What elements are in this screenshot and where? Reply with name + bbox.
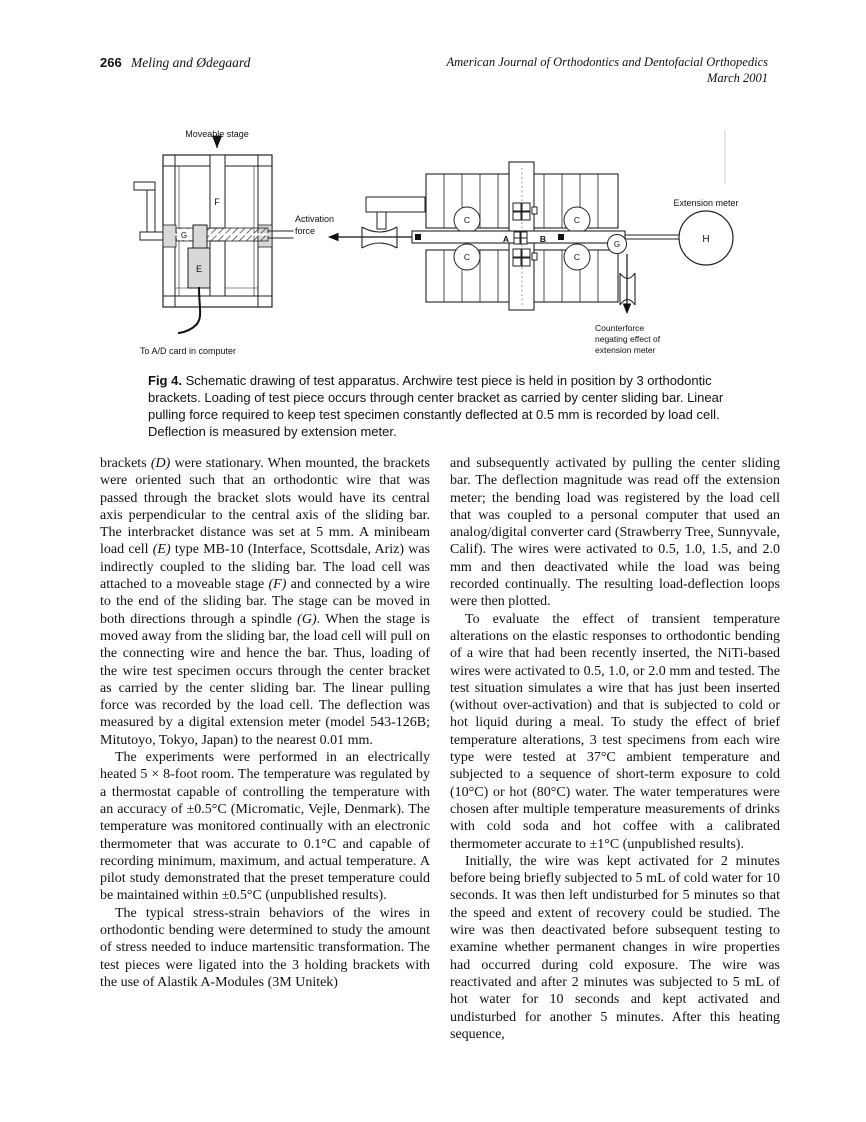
figure-caption-line: brackets. Loading of test piece occurs t… — [148, 390, 724, 405]
left-column: brackets (D) were stationary. When mount… — [100, 455, 430, 991]
moveable-stage-column — [209, 154, 226, 229]
bar-anchor-left — [415, 234, 421, 240]
figure-caption-line: Deflection is measured by extension mete… — [148, 424, 397, 439]
part-g-label-right: G — [614, 240, 620, 249]
spindle-crank — [133, 181, 164, 241]
part-g-label: G — [181, 231, 187, 240]
extension-meter-dial — [678, 210, 734, 266]
paragraph: and subsequently activated by pulling th… — [450, 456, 780, 610]
activation-force: Activation force — [295, 214, 415, 242]
right-column: and subsequently activated by pulling th… — [450, 455, 780, 1043]
extension-meter-assembly: G Extension meter H Counterforce negatin… — [595, 198, 739, 355]
figure-caption-line: pulling force required to keep test spec… — [148, 407, 720, 422]
moveable-stage-label: Moveable stage — [185, 129, 249, 139]
running-head-left: 266 Meling and Ødegaard — [100, 55, 250, 71]
counterforce-label-3: extension meter — [595, 345, 656, 355]
journal-title: American Journal of Orthodontics and Den… — [446, 55, 769, 69]
paragraph: The typical stress-strain behaviors of t… — [100, 905, 430, 990]
spindle-g-circle — [607, 234, 627, 254]
part-c-label-2: C — [574, 215, 580, 225]
extension-meter-label: Extension meter — [673, 198, 738, 208]
part-c-label-1: C — [464, 215, 470, 225]
rollers: C C C C — [453, 206, 591, 271]
ad-card-cable — [177, 286, 202, 335]
figure-caption-line: Fig 4. Schematic drawing of test apparat… — [148, 373, 712, 388]
part-e-label: E — [196, 264, 202, 274]
pulley-stem — [376, 211, 387, 230]
to-ad-card-label: To A/D card in computer — [140, 346, 236, 356]
moveable-stage-column-lower — [209, 240, 226, 297]
vertical-pulley — [619, 272, 636, 306]
horizontal-pulley — [361, 226, 398, 249]
figure-4-diagram: Moveable stage F — [133, 129, 739, 356]
part-h-label: H — [702, 234, 709, 245]
load-cell-connector — [192, 224, 208, 249]
figure-caption: Fig 4. Schematic drawing of test apparat… — [148, 372, 748, 440]
part-a-label: A — [503, 234, 509, 244]
part-g-label-box — [177, 229, 197, 240]
running-head-right: American Journal of Orthodontics and Den… — [447, 55, 769, 86]
page-number: 266 — [100, 55, 122, 70]
running-head-authors: Meling and Ødegaard — [130, 55, 251, 70]
left-bearing — [162, 224, 177, 248]
journal-issue: March 2001 — [707, 70, 768, 85]
paragraph: brackets (D) were stationary. When mount… — [100, 456, 431, 748]
part-b-label: B — [540, 234, 546, 244]
orthodontic-brackets — [512, 202, 538, 267]
block-slats — [443, 174, 599, 302]
activation-force-label-1: Activation — [295, 214, 334, 224]
part-c-label-3: C — [464, 252, 470, 262]
bar-anchor-right — [558, 234, 564, 240]
activation-force-label-2: force — [295, 226, 315, 236]
counterforce-label-2: negating effect of — [595, 334, 661, 344]
loading-apparatus: Moveable stage F — [133, 129, 294, 356]
pulley-arm — [365, 196, 426, 213]
paragraph: Initially, the wire was kept activated f… — [450, 853, 780, 1042]
counterforce-label-1: Counterforce — [595, 323, 644, 333]
paragraph: To evaluate the effect of transient temp… — [450, 611, 780, 852]
part-c-label-4: C — [574, 252, 580, 262]
paragraph: The experiments were performed in an ele… — [100, 750, 430, 904]
part-f-label: F — [214, 197, 220, 207]
bracket-assembly: C C C C — [361, 161, 626, 311]
